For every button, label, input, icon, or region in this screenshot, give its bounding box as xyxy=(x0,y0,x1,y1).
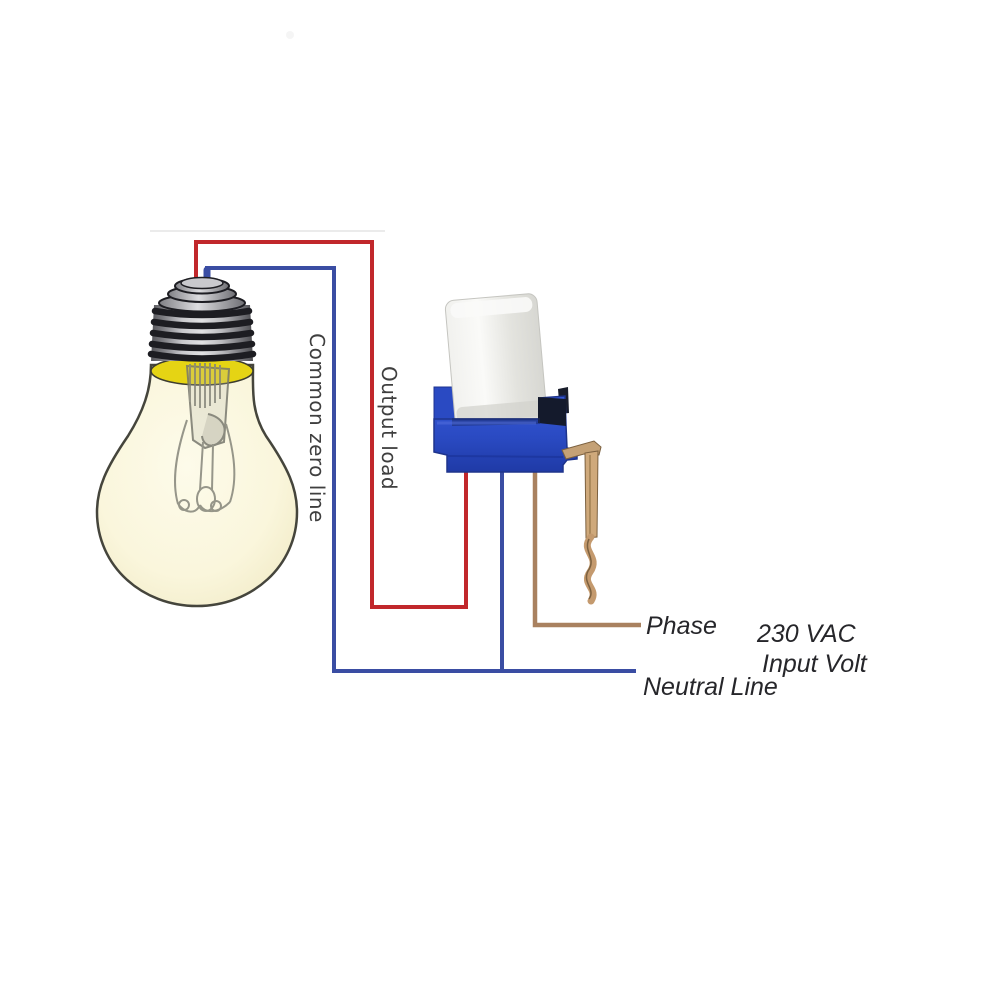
light-bulb-illustration xyxy=(95,276,299,608)
input-voltage-label-line2: Input Volt xyxy=(762,650,867,678)
neutral-line-label: Neutral Line xyxy=(643,673,778,701)
input-voltage-label-line1: 230 VAC xyxy=(757,620,856,648)
output-load-wire xyxy=(194,240,468,609)
faint-smudge xyxy=(286,31,294,39)
phase-label: Phase xyxy=(646,612,717,640)
sensor-photocell-box xyxy=(444,293,548,427)
sensor-base-step-line xyxy=(446,455,564,458)
photocell-sensor-illustration xyxy=(433,293,602,605)
wires-layer xyxy=(194,240,641,673)
bulb-glass xyxy=(95,363,299,608)
sensor-recess xyxy=(538,397,566,426)
bulb-filament xyxy=(173,363,236,513)
output-load-label: Output load xyxy=(377,365,401,491)
common-zero-line-label: Common zero line xyxy=(305,333,329,523)
bulb-cap xyxy=(147,276,257,362)
phase-wire xyxy=(532,465,641,628)
sensor-mounting-bracket xyxy=(561,440,602,605)
